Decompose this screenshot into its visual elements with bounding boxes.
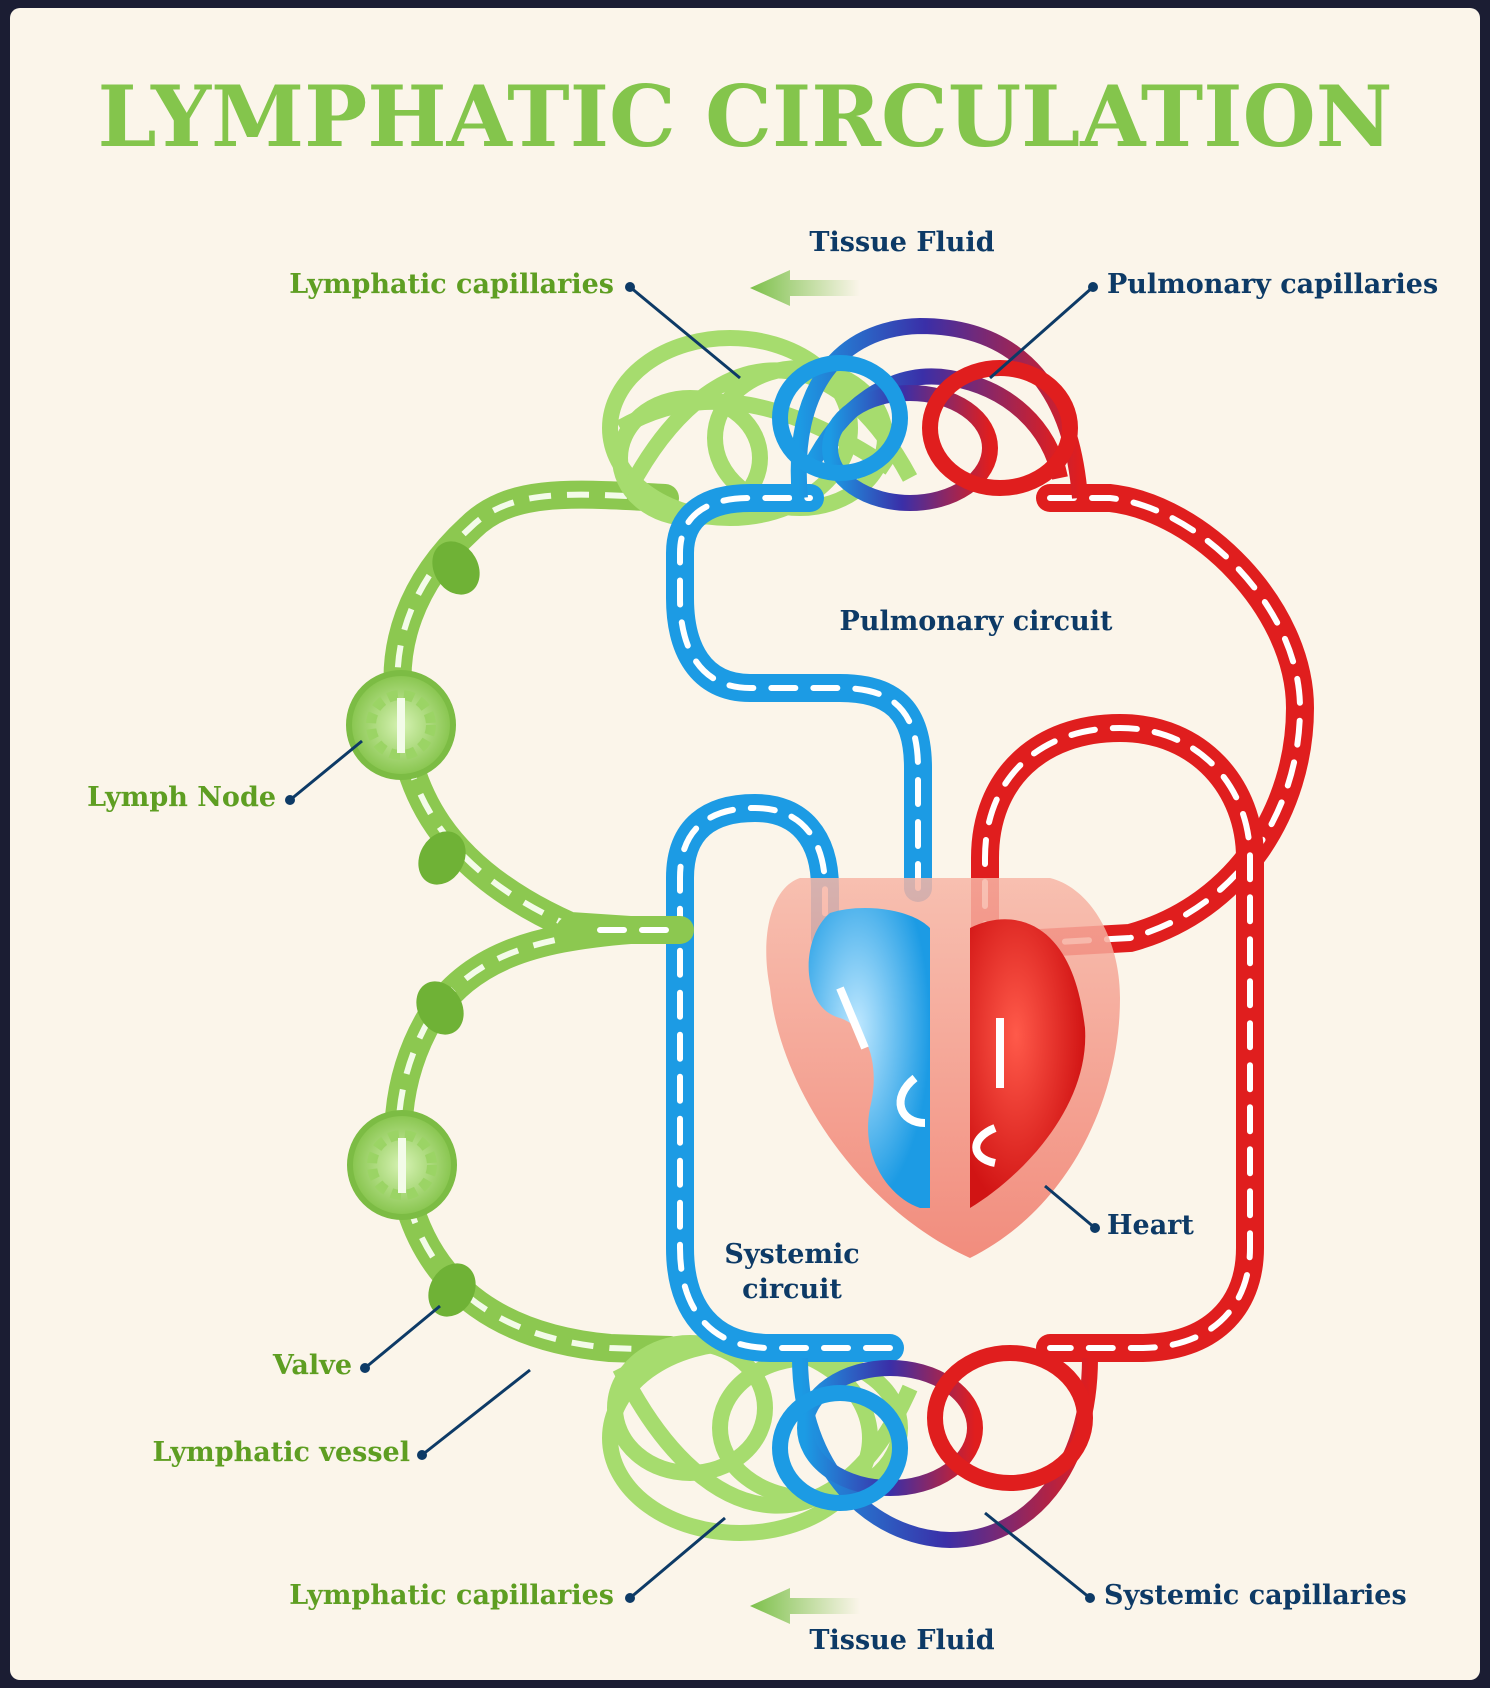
label-pulmonary-circuit: Pulmonary circuit bbox=[840, 606, 1113, 637]
heart bbox=[766, 878, 1120, 1258]
label-pulmonary-capillaries: Pulmonary capillaries bbox=[1107, 269, 1438, 300]
label-lymph-node: Lymph Node bbox=[87, 782, 276, 813]
label-lymphatic-capillaries-top: Lymphatic capillaries bbox=[289, 269, 614, 300]
leader-line bbox=[422, 1370, 530, 1455]
leader-line bbox=[365, 1306, 440, 1368]
label-valve: Valve bbox=[272, 1350, 352, 1381]
label-tissue-fluid-top: Tissue Fluid bbox=[809, 227, 994, 258]
leader-line bbox=[990, 287, 1093, 378]
lymph-node-icon bbox=[349, 673, 453, 777]
diagram-panel: LYMPHATIC CIRCULATION bbox=[10, 8, 1480, 1680]
label-lymphatic-vessel: Lymphatic vessel bbox=[152, 1437, 410, 1468]
leader-line bbox=[290, 741, 362, 800]
leader-line bbox=[630, 1518, 725, 1598]
label-heart: Heart bbox=[1107, 1210, 1194, 1241]
lymph-node-icon bbox=[350, 1113, 454, 1217]
label-tissue-fluid-bottom: Tissue Fluid bbox=[809, 1625, 994, 1656]
leader-line bbox=[1045, 1186, 1095, 1228]
leader-line bbox=[985, 1513, 1090, 1598]
lymphatic-circulation-diagram: LYMPHATIC CIRCULATION bbox=[10, 8, 1480, 1680]
label-systemic-capillaries: Systemic capillaries bbox=[1104, 1580, 1407, 1611]
label-systemic-circuit-line1: Systemic bbox=[724, 1239, 859, 1270]
tissue-fluid-arrow-top bbox=[750, 270, 860, 306]
label-lymphatic-capillaries-bottom: Lymphatic capillaries bbox=[289, 1580, 614, 1611]
tissue-fluid-arrow-bottom bbox=[750, 1588, 860, 1624]
diagram-title: LYMPHATIC CIRCULATION bbox=[97, 67, 1392, 166]
label-systemic-circuit-line2: circuit bbox=[742, 1274, 842, 1305]
